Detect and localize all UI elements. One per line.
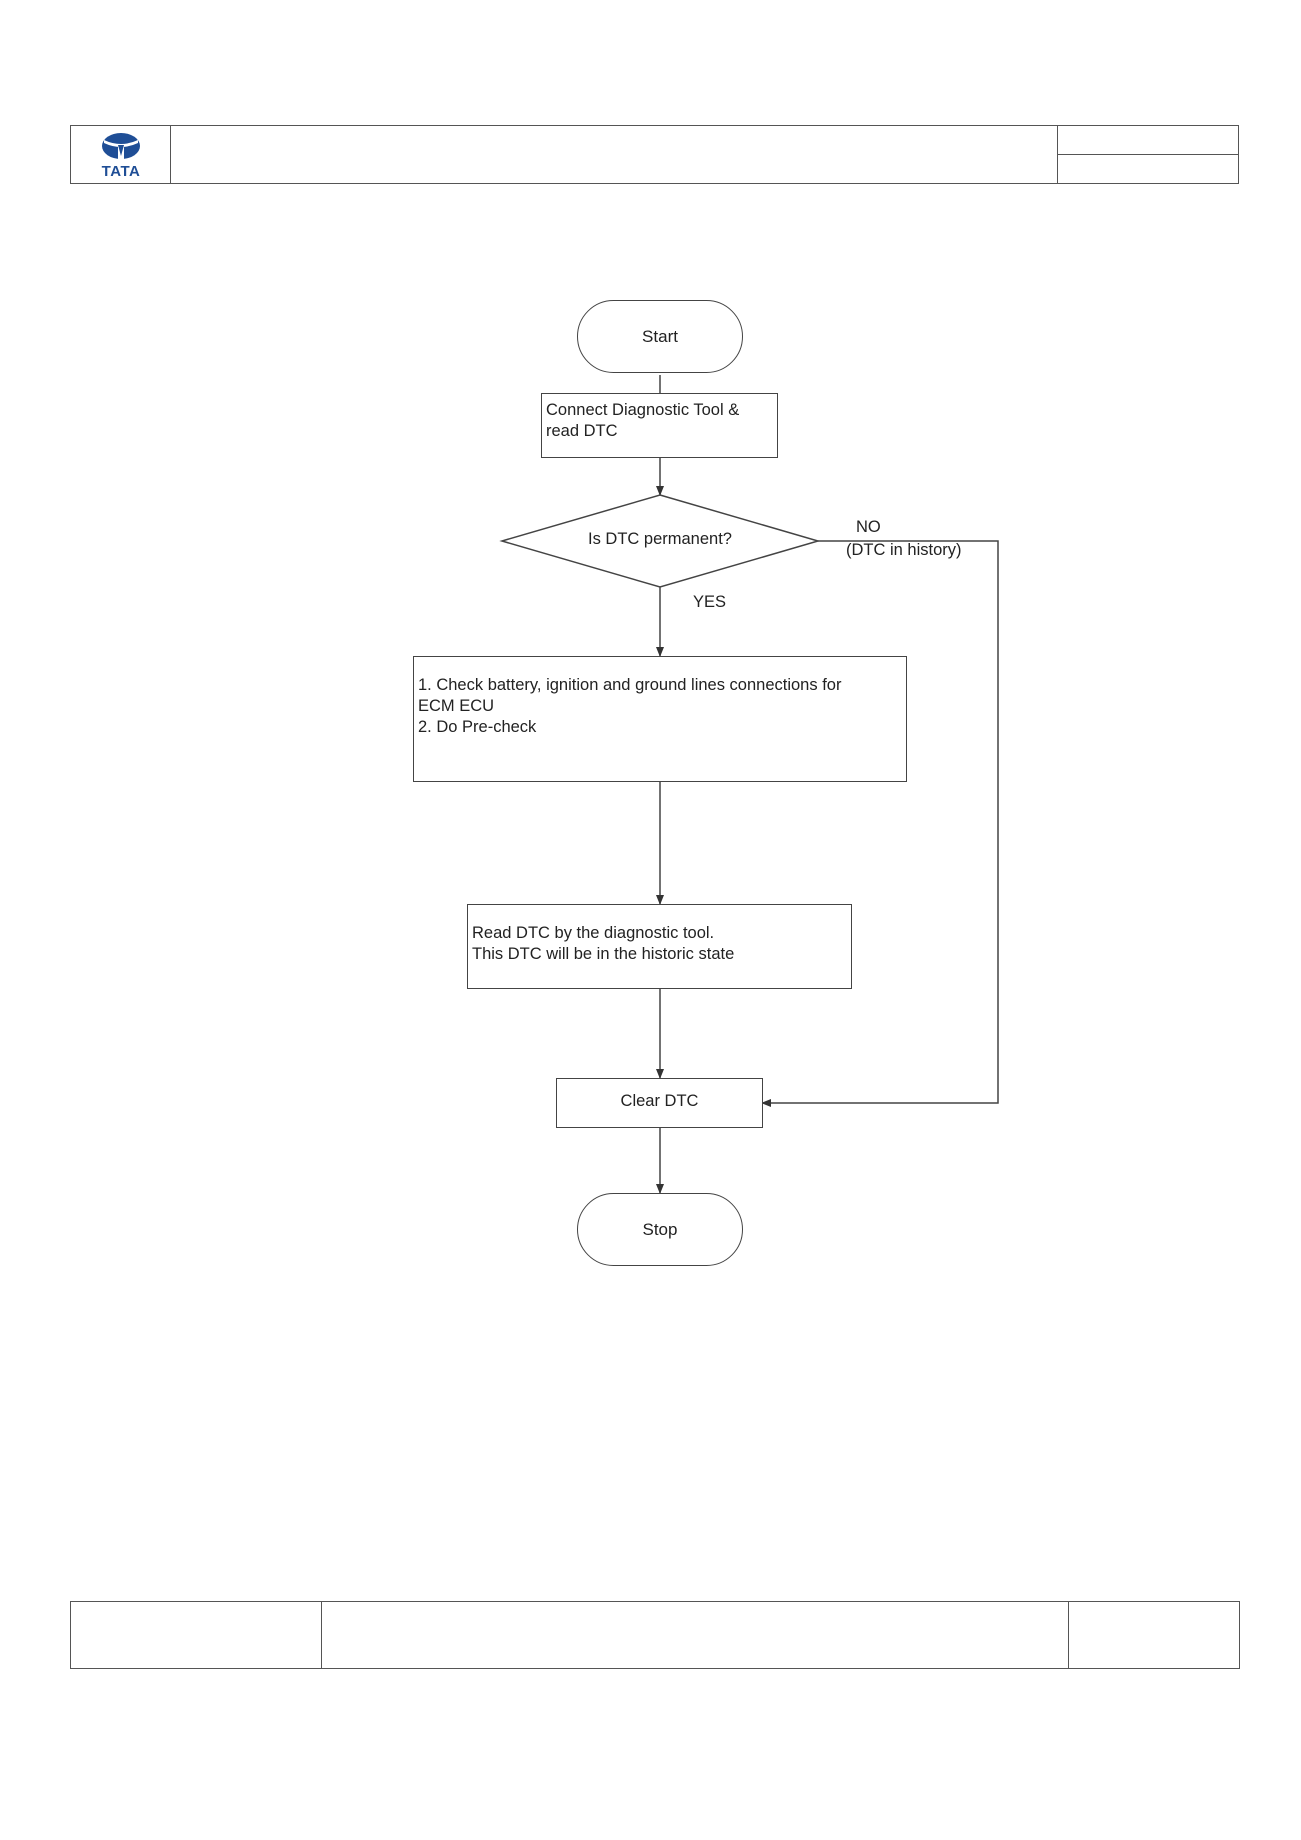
yes-label: YES [693, 593, 727, 611]
connect-tool-box: Connect Diagnostic Tool & read DTC [541, 393, 778, 458]
start-terminal: Start [577, 300, 743, 373]
decision-label: Is DTC permanent? [588, 530, 732, 548]
logo-cell: TATA [71, 126, 171, 183]
arrow-no-to-clear [761, 540, 999, 1107]
header-right-cell [1057, 126, 1238, 183]
read-dtc-box: Read DTC by the diagnostic tool. This DT… [467, 904, 852, 989]
start-label: Start [642, 326, 678, 346]
tata-logo-icon [102, 133, 140, 159]
header-right-divider [1058, 154, 1238, 155]
clear-dtc-box: Clear DTC [556, 1078, 763, 1128]
header-frame: TATA [70, 125, 1239, 184]
no-sublabel: (DTC in history) [846, 541, 962, 559]
stop-terminal: Stop [577, 1193, 743, 1266]
no-label: NO [856, 518, 881, 536]
footer-divider-right [1068, 1602, 1069, 1668]
footer-frame [70, 1601, 1240, 1669]
footer-divider-left [321, 1602, 322, 1668]
check-connections-box: 1. Check battery, ignition and ground li… [413, 656, 907, 782]
logo-text: TATA [101, 163, 141, 180]
stop-label: Stop [642, 1219, 678, 1239]
